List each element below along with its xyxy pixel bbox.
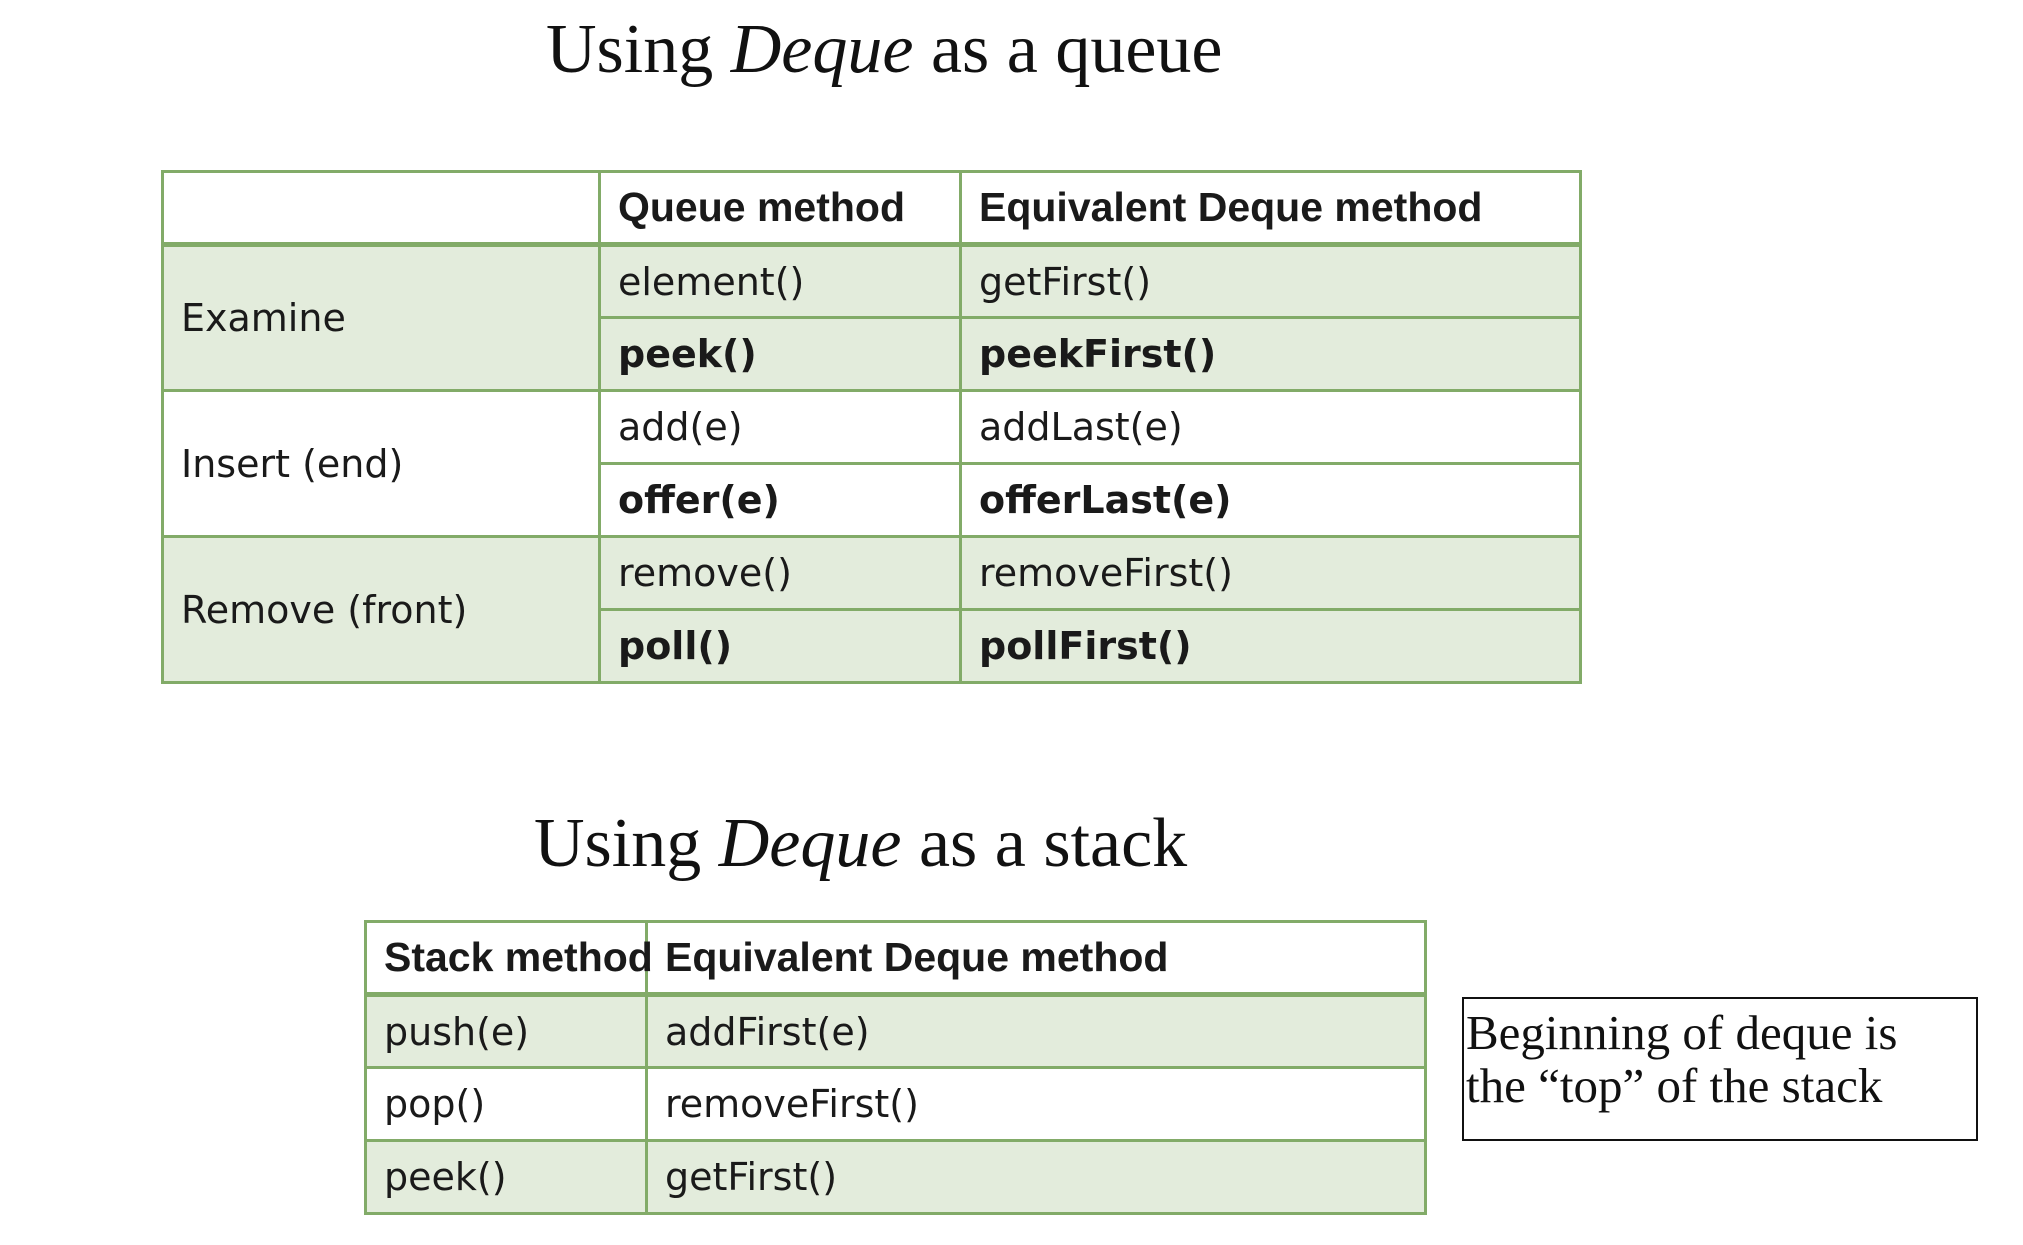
stack-top-note: Beginning of deque is the “top” of the s… — [1462, 997, 1978, 1141]
stack-method-cell: pop() — [364, 1066, 648, 1142]
header-cell-queue-method: Queue method — [598, 170, 962, 247]
queue-method-cell: add(e) — [598, 389, 962, 465]
table-header-row: Queue method Equivalent Deque method — [161, 170, 1582, 247]
title-suffix: as a stack — [901, 805, 1188, 882]
table-row: Insert (end) add(e) addLast(e) — [161, 389, 1582, 538]
queue-section-title: Using Deque as a queue — [546, 10, 1222, 90]
deque-method-cell: getFirst() — [645, 1139, 1427, 1215]
deque-method-cell: addLast(e) — [959, 389, 1582, 465]
header-cell-deque-method: Equivalent Deque method — [645, 920, 1427, 997]
table-row: poll() pollFirst() — [163, 608, 1582, 684]
table-row: peek() getFirst() — [364, 1139, 1427, 1215]
queue-methods-table: Queue method Equivalent Deque method Exa… — [161, 170, 1582, 684]
deque-method-cell: peekFirst() — [959, 316, 1582, 392]
title-prefix: Using — [546, 11, 731, 88]
operation-remove-front: Remove (front) — [161, 535, 601, 684]
table-row: offer(e) offerLast(e) — [163, 462, 1582, 538]
operation-insert-end: Insert (end) — [161, 389, 601, 538]
queue-method-cell: element() — [598, 243, 962, 319]
deque-method-cell: pollFirst() — [959, 608, 1582, 684]
table-row: Examine element() getFirst() — [161, 243, 1582, 392]
deque-method-cell: removeFirst() — [959, 535, 1582, 611]
deque-method-cell: getFirst() — [959, 243, 1582, 319]
queue-method-cell: offer(e) — [598, 462, 962, 538]
queue-method-cell: poll() — [598, 608, 962, 684]
table-row: pop() removeFirst() — [364, 1066, 1427, 1142]
stack-section-title: Using Deque as a stack — [534, 804, 1187, 884]
table-header-row: Stack method Equivalent Deque method — [364, 920, 1427, 997]
deque-method-cell: offerLast(e) — [959, 462, 1582, 538]
stack-method-cell: push(e) — [364, 993, 648, 1069]
header-cell-blank — [161, 170, 601, 247]
header-cell-deque-method: Equivalent Deque method — [959, 170, 1582, 247]
table-row: Remove (front) remove() removeFirst() — [161, 535, 1582, 684]
table-row: peek() peekFirst() — [163, 316, 1582, 392]
queue-method-cell: peek() — [598, 316, 962, 392]
deque-method-cell: removeFirst() — [645, 1066, 1427, 1142]
title-suffix: as a queue — [913, 11, 1223, 88]
header-cell-stack-method: Stack method — [364, 920, 653, 997]
deque-method-cell: addFirst(e) — [645, 993, 1427, 1069]
queue-method-cell: remove() — [598, 535, 962, 611]
operation-examine: Examine — [161, 243, 601, 392]
table-row: push(e) addFirst(e) — [364, 993, 1427, 1069]
note-line-1: Beginning of deque is — [1466, 1005, 1898, 1060]
stack-method-cell: peek() — [364, 1139, 648, 1215]
title-emphasis: Deque — [718, 805, 902, 882]
note-line-2: the “top” of the stack — [1466, 1058, 1883, 1113]
stack-methods-table: Stack method Equivalent Deque method pus… — [364, 920, 1427, 1215]
title-emphasis: Deque — [730, 11, 914, 88]
title-prefix: Using — [534, 805, 719, 882]
